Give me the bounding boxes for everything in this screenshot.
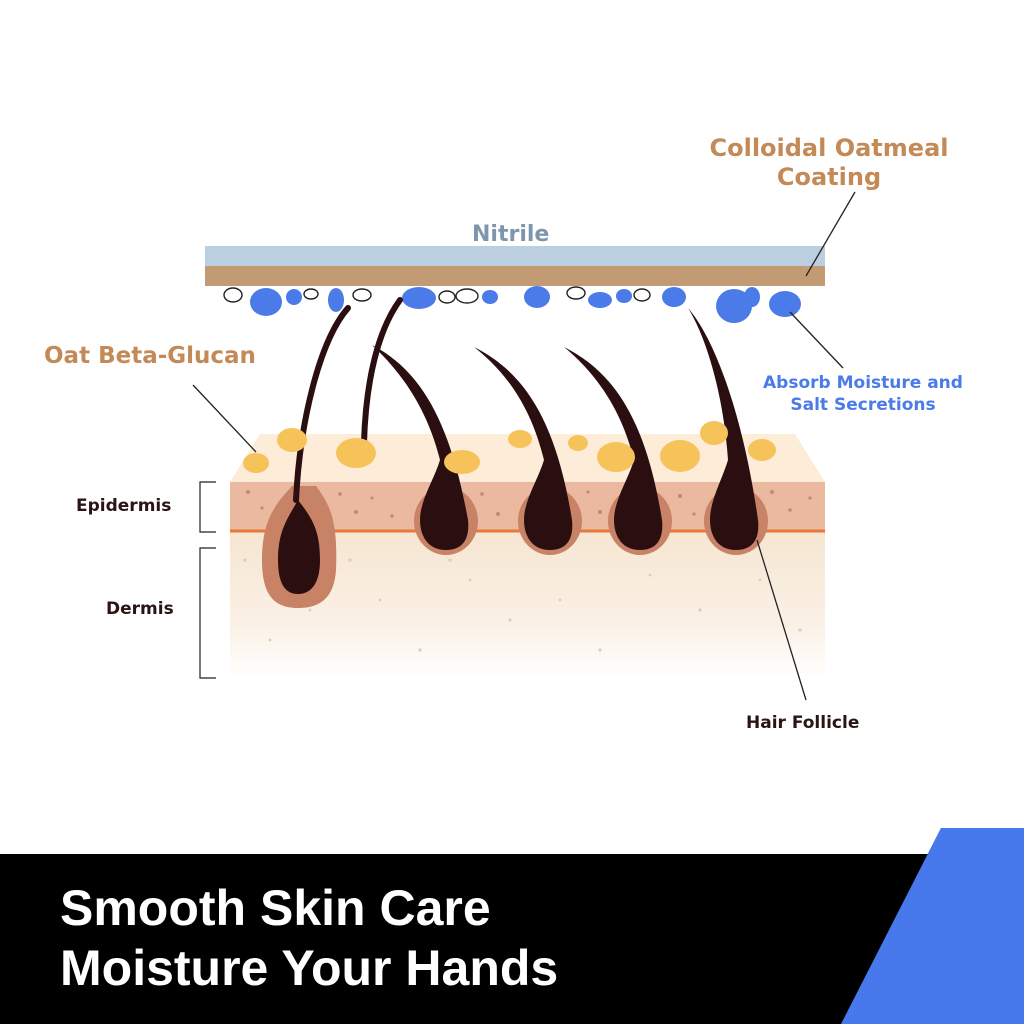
- epidermis-speckles: [246, 490, 812, 518]
- oatmeal-coating-layer: [205, 266, 825, 286]
- label-nitrile: Nitrile: [472, 222, 550, 247]
- layer-brackets: [199, 481, 216, 679]
- label-hair-follicle: Hair Follicle: [746, 713, 860, 733]
- label-colloidal-oatmeal-coating: Colloidal Oatmeal Coating: [709, 134, 949, 191]
- hair-follicles: [262, 297, 768, 608]
- label-oat-beta-glucan: Oat Beta-Glucan: [44, 343, 256, 369]
- moisture-droplets: [250, 286, 801, 323]
- salt-crystals: [223, 286, 651, 304]
- label-absorb-moisture: Absorb Moisture and Salt Secretions: [763, 373, 963, 415]
- label-epidermis: Epidermis: [76, 496, 172, 516]
- dermis-speckles: [243, 558, 802, 652]
- beta-glucan-particles: [243, 421, 776, 474]
- headline-line-2: Moisture Your Hands: [60, 940, 559, 996]
- headline-line-1: Smooth Skin Care: [60, 880, 491, 936]
- leader-lines: [192, 191, 856, 701]
- nitrile-layer: [205, 246, 825, 266]
- banner-headline: Smooth Skin Care Moisture Your Hands: [60, 878, 558, 998]
- label-dermis: Dermis: [106, 599, 174, 619]
